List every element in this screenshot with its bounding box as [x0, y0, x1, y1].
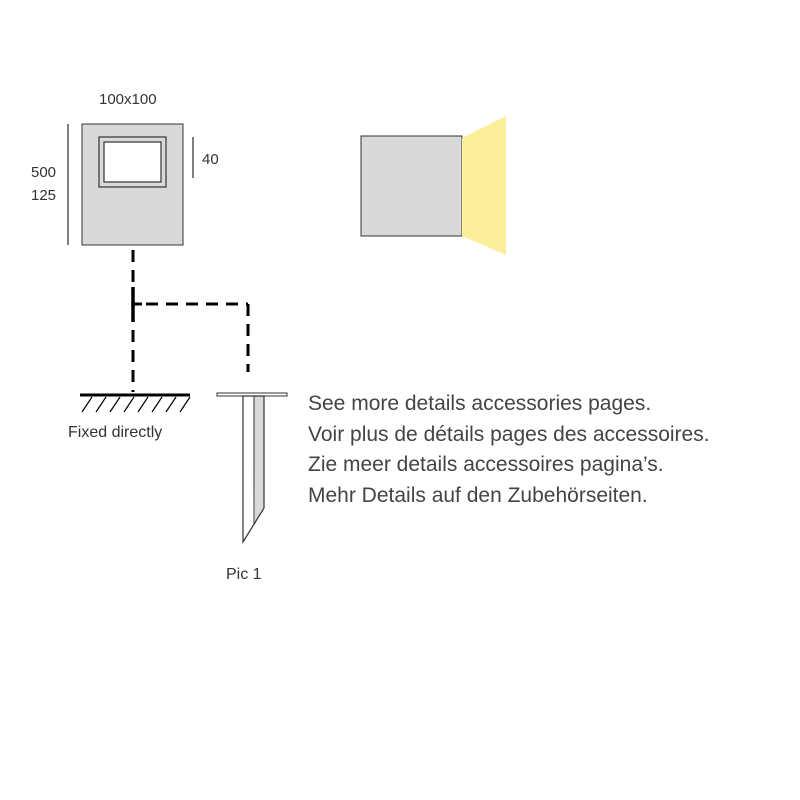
window-dimension-label: 40	[202, 151, 219, 168]
light-beam	[462, 116, 506, 255]
note-german: Mehr Details auf den Zubehörseiten.	[308, 483, 648, 507]
note-english: See more details accessories pages.	[308, 392, 652, 415]
fixture-side-body	[360, 135, 463, 237]
spike-blade	[242, 395, 265, 545]
note-dutch: Zie meer details accessoires pagina’s.	[308, 453, 664, 476]
fixed-directly-label: Fixed directly	[68, 424, 163, 441]
spike-blade-shade	[254, 396, 264, 522]
accessory-notes: See more details accessories pages. Voir…	[308, 389, 710, 511]
note-french: Voir plus de détails pages des accessoir…	[308, 422, 710, 446]
width-dimension-label: 100x100	[99, 91, 157, 108]
height-dimension-label-125: 125	[31, 187, 57, 204]
ground-hatch	[81, 396, 191, 413]
spike-label: Pic 1	[226, 566, 262, 583]
fixture-window	[103, 141, 162, 183]
height-dimension-label-500: 500	[31, 164, 57, 181]
